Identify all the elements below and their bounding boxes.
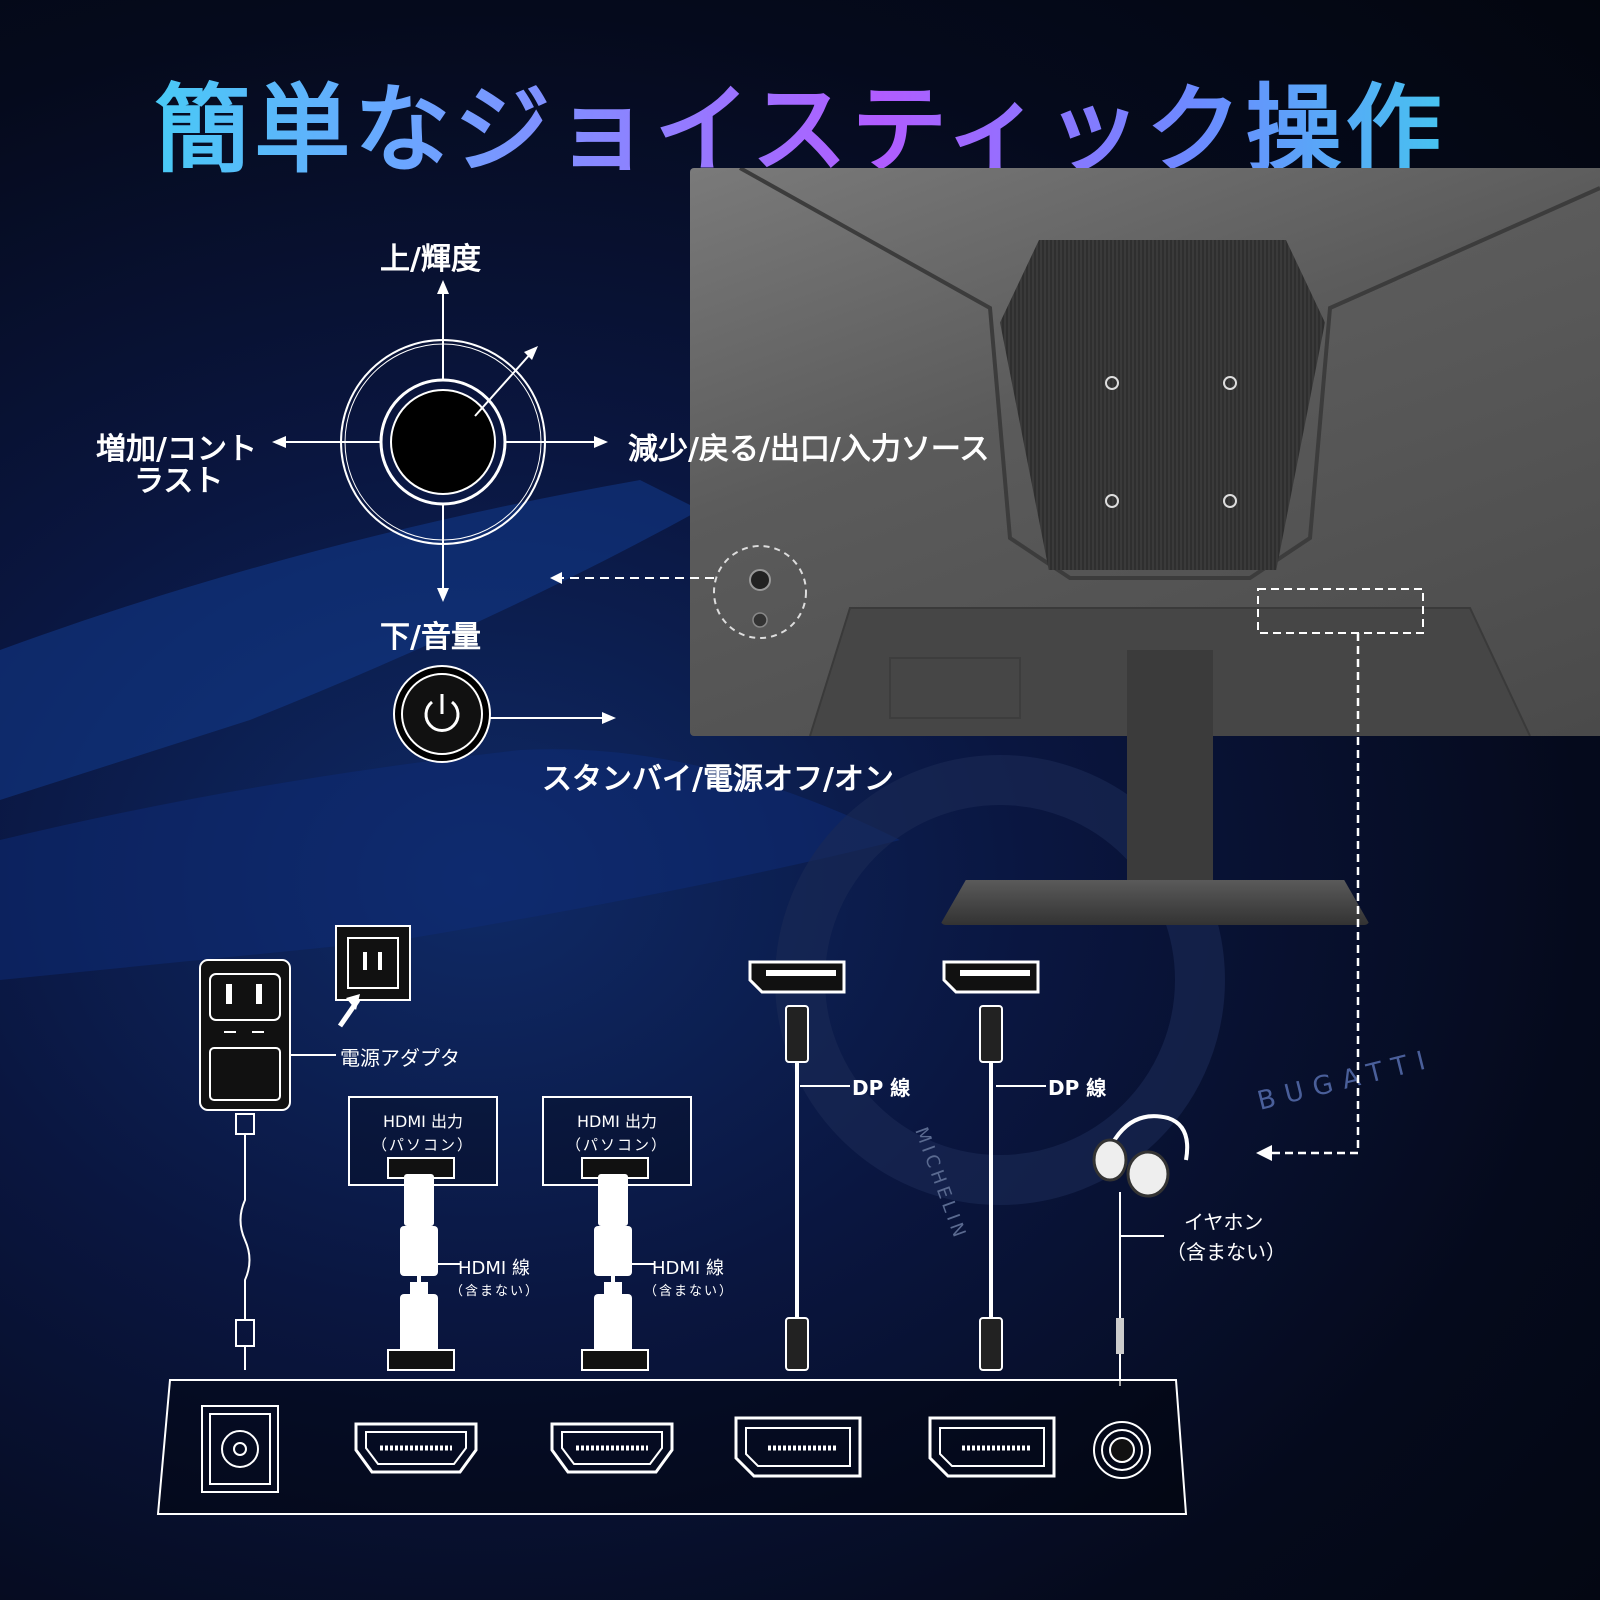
hdmi-cable-label-1: HDMI 線: [458, 1258, 530, 1279]
hdmi-source-sub-2: （パソコン）: [565, 1136, 668, 1154]
dp-port-icon: [928, 1416, 1056, 1478]
vesa-screw: [1105, 376, 1119, 390]
hdmi-leader-2: [614, 1263, 654, 1265]
outlet-icon: [335, 925, 411, 1028]
joystick-up-label: 上/輝度: [380, 242, 481, 277]
page-title: 簡単なジョイスティック操作: [0, 52, 1600, 191]
joystick-icon: [272, 280, 608, 602]
power-adapter-icon: [199, 959, 336, 1370]
dp-leader-2: [996, 1085, 1046, 1087]
hdmi-cable-label-2: HDMI 線: [652, 1258, 724, 1279]
dc-in-icon: [201, 1405, 279, 1493]
dp-port-icon: [734, 1416, 862, 1478]
monitor-stand-base: [940, 880, 1370, 925]
joystick-left-label-2: ラスト: [134, 464, 224, 499]
hdmi-source-label-2: HDMI 出力: [577, 1112, 657, 1131]
vesa-screw: [1223, 376, 1237, 390]
dp-cable-1: [748, 960, 846, 1371]
ports-callout: [1256, 588, 1424, 1161]
earphone-label: イヤホン: [1184, 1210, 1264, 1234]
hdmi-source-label-1: HDMI 出力: [383, 1112, 463, 1131]
hdmi-cable-sub-1: （含まない）: [450, 1284, 541, 1299]
hdmi-port-icon: [354, 1422, 478, 1474]
hdmi-cable-sub-2: （含まない）: [644, 1284, 735, 1299]
power-adapter-label: 電源アダプタ: [340, 1046, 460, 1070]
joystick-down-label: 下/音量: [380, 620, 481, 655]
dp-cable-label-2: DP 線: [1048, 1076, 1107, 1100]
vesa-screw: [1105, 494, 1119, 508]
power-label: スタンバイ/電源オフ/オン: [542, 762, 894, 797]
hdmi-leader-1: [420, 1263, 460, 1265]
monitor-stand-neck: [1127, 650, 1213, 900]
power-icon: [393, 665, 616, 763]
audio-jack-icon: [1093, 1421, 1151, 1479]
dp-cable-2: [942, 960, 1040, 1371]
vesa-mount: [1000, 240, 1325, 570]
joystick-left-label-1: 増加/コント: [96, 432, 257, 467]
hdmi-port-icon: [550, 1422, 674, 1474]
hdmi-source-sub-1: （パソコン）: [371, 1136, 474, 1154]
earphone-sub-label: （含まない）: [1166, 1240, 1286, 1264]
hdmi-cable-1: [387, 1157, 455, 1371]
headphones-icon: [1092, 1114, 1190, 1386]
vesa-screw: [1223, 494, 1237, 508]
dp-leader-1: [800, 1085, 850, 1087]
joystick-right-label: 減少/戻る/出口/入力ソース: [628, 432, 990, 467]
joystick-callout: [550, 545, 807, 639]
dp-cable-label-1: DP 線: [852, 1076, 911, 1100]
